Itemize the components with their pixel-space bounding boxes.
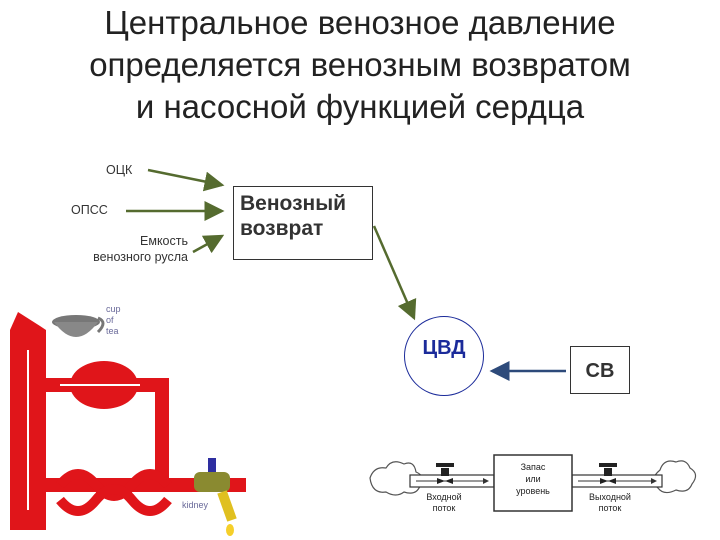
slide-title: Центральное венозное давление определяетс… bbox=[0, 2, 720, 128]
venous-return-box: Венозный возврат bbox=[233, 186, 373, 260]
cardiac-output-box: СВ bbox=[570, 346, 630, 394]
cup-label-1: cup bbox=[106, 304, 121, 314]
hydraulic-model-illustration bbox=[10, 312, 246, 530]
inflow-label-2: поток bbox=[433, 503, 456, 513]
opss-label: ОПСС bbox=[71, 203, 108, 217]
outflow-label-2: поток bbox=[599, 503, 622, 513]
ock-label: ОЦК bbox=[106, 163, 133, 177]
tap-icon bbox=[194, 458, 237, 536]
cup-icon bbox=[52, 315, 105, 337]
cvp-circle: ЦВД bbox=[404, 316, 484, 396]
title-line-1: Центральное венозное давление bbox=[104, 4, 616, 41]
inflow-valve-icon bbox=[436, 463, 454, 484]
venous-return-line-2: возврат bbox=[240, 217, 324, 240]
capacity-line-1: Емкость bbox=[140, 234, 188, 248]
cup-label-3: tea bbox=[106, 326, 119, 336]
venous-return-line-1: Венозный bbox=[240, 192, 347, 215]
venous-capacity-label: Емкость венозного русла bbox=[60, 233, 188, 265]
reservoir-label-3: уровень bbox=[516, 486, 550, 496]
inflow-label-1: Входной bbox=[426, 492, 461, 502]
cup-label-2: of bbox=[106, 315, 114, 325]
arrow-return-to-cvp bbox=[372, 225, 417, 321]
outflow-valve-icon bbox=[599, 463, 617, 484]
title-line-3: и насосной функцией сердца bbox=[135, 88, 585, 125]
reservoir-label-2: или bbox=[525, 474, 540, 484]
arrow-capacity bbox=[192, 234, 225, 254]
capacity-line-2: венозного русла bbox=[93, 250, 188, 264]
title-line-2: определяется венозным возвратом bbox=[89, 46, 631, 83]
flow-model-diagram: Запас или уровень Входной поток Выходной… bbox=[369, 454, 697, 513]
reservoir-label-1: Запас bbox=[521, 462, 546, 472]
outflow-label-1: Выходной bbox=[589, 492, 631, 502]
cvp-label: ЦВД bbox=[422, 337, 466, 359]
arrow-ock bbox=[147, 168, 225, 192]
kidney-label: kidney bbox=[182, 500, 209, 510]
